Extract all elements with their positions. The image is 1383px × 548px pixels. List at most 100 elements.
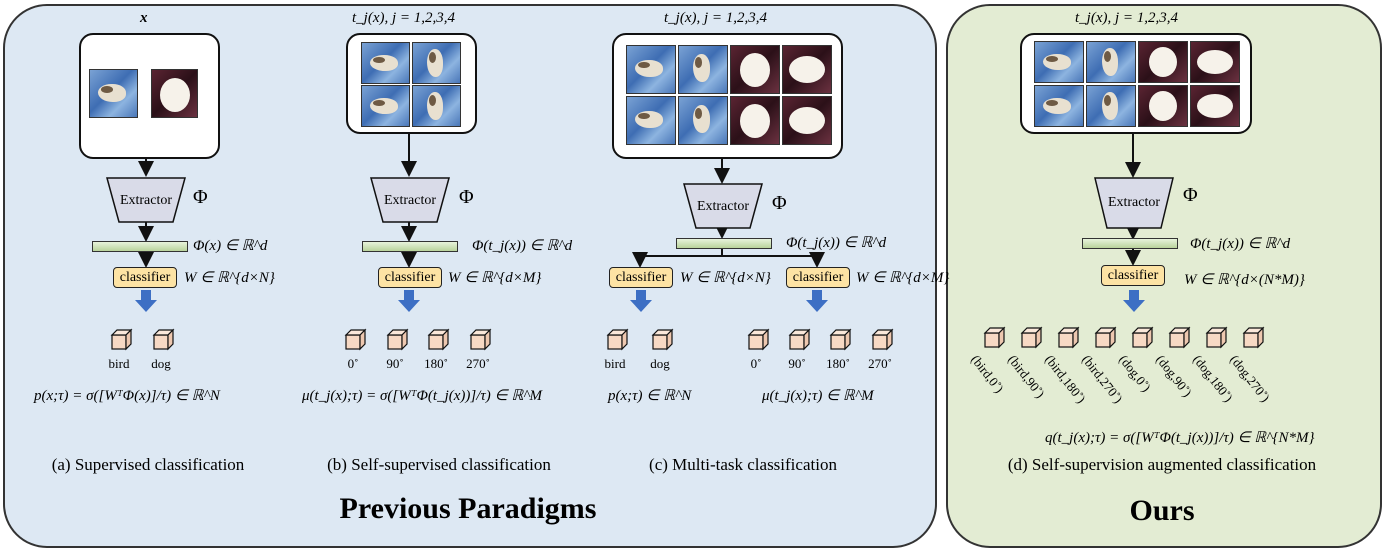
a-output-dog: dog <box>151 356 171 371</box>
output-cube-c-left-1 <box>651 328 674 351</box>
b-input-label: t_j(x), j = 1,2,3,4 <box>352 10 456 26</box>
c-output-180: 180˚ <box>826 356 850 371</box>
bird-image <box>89 69 138 118</box>
a-input-box <box>79 33 220 159</box>
output-cube-b-1 <box>386 328 409 351</box>
c-caption: (c) Multi-task classification <box>649 455 837 474</box>
b-output-90: 90˚ <box>386 356 404 371</box>
bird-rot180-image <box>626 96 676 145</box>
c-input-label: t_j(x), j = 1,2,3,4 <box>664 10 768 26</box>
dog-rot0-image <box>730 45 780 94</box>
d-extractor: Extractor <box>1107 195 1161 210</box>
c-feature-label: Φ(t_j(x)) ∈ ℝ^d <box>786 235 887 251</box>
output-cube-b-3 <box>469 328 492 351</box>
b-output-180: 180˚ <box>424 356 448 371</box>
dog-rot180-image <box>730 96 780 145</box>
b-caption: (b) Self-supervised classification <box>327 455 551 474</box>
b-phi-symbol: Φ <box>459 186 474 208</box>
dog-rot90-image <box>782 45 832 94</box>
c-output-dog: dog <box>650 356 670 371</box>
output-cube-c-right-3 <box>871 328 894 351</box>
c-feature-vector <box>676 238 772 249</box>
a-feature-vector <box>92 241 188 252</box>
output-cube-d-6 <box>1205 326 1228 349</box>
d-caption: (d) Self-supervision augmented classific… <box>1007 455 1317 474</box>
d-input-box <box>1020 33 1252 134</box>
d-feature-vector <box>1082 238 1178 249</box>
c-output-270: 270˚ <box>868 356 892 371</box>
b-output-270: 270˚ <box>466 356 490 371</box>
output-cube-d-7 <box>1242 326 1265 349</box>
output-cube-d-5 <box>1168 326 1191 349</box>
output-cube-d-2 <box>1057 326 1080 349</box>
a-phi-symbol: Φ <box>193 186 208 208</box>
bird-rot90-image <box>1086 41 1136 83</box>
d-weight-label: W ∈ ℝ^{d×(N*M)} <box>1184 272 1305 288</box>
bird-rot270-image <box>1086 85 1136 127</box>
b-formula: μ(t_j(x);τ) = σ([WᵀΦ(t_j(x))]/τ) ∈ ℝ^M <box>302 388 543 404</box>
c-weight-right: W ∈ ℝ^{d×M} <box>856 270 950 286</box>
output-cube-c-left-0 <box>606 328 629 351</box>
output-cube-a-1 <box>152 328 175 351</box>
a-extractor: Extractor <box>119 193 173 208</box>
output-cube-c-right-2 <box>829 328 852 351</box>
bird-rot0-image <box>626 45 676 94</box>
d-input-label: t_j(x), j = 1,2,3,4 <box>1075 10 1179 26</box>
c-classifier-left: classifier <box>609 267 673 288</box>
bird-rot270-image <box>412 85 461 127</box>
c-output-0: 0˚ <box>750 356 762 371</box>
a-caption: (a) Supervised classification <box>51 455 245 474</box>
b-output-0: 0˚ <box>347 356 359 371</box>
a-input-label: x <box>140 10 148 26</box>
c-input-box <box>612 33 843 159</box>
ours-title: Ours <box>1129 494 1195 527</box>
dog-rot180-image <box>1138 85 1188 127</box>
bird-rot180-image <box>361 85 410 127</box>
bird-rot270-image <box>678 96 728 145</box>
output-cube-d-0 <box>983 326 1006 349</box>
dog-rot0-image <box>1138 41 1188 83</box>
bird-rot180-image <box>1034 85 1084 127</box>
dog-rot270-image <box>1190 85 1240 127</box>
b-extractor: Extractor <box>383 193 437 208</box>
c-weight-left: W ∈ ℝ^{d×N} <box>680 270 771 286</box>
b-feature-label: Φ(t_j(x)) ∈ ℝ^d <box>472 238 573 254</box>
c-classifier-right: classifier <box>786 267 850 288</box>
b-classifier: classifier <box>378 267 442 288</box>
c-phi-symbol: Φ <box>772 192 787 214</box>
output-cube-a-0 <box>110 328 133 351</box>
output-cube-d-4 <box>1131 326 1154 349</box>
output-cube-b-2 <box>427 328 450 351</box>
bird-rot90-image <box>412 42 461 84</box>
a-feature-label: Φ(x) ∈ ℝ^d <box>193 238 268 254</box>
output-cube-d-3 <box>1094 326 1117 349</box>
previous-paradigms-title: Previous Paradigms <box>339 492 597 525</box>
output-cube-b-0 <box>344 328 367 351</box>
d-feature-label: Φ(t_j(x)) ∈ ℝ^d <box>1190 236 1291 252</box>
d-formula: q(t_j(x);τ) = σ([WᵀΦ(t_j(x))]/τ) ∈ ℝ^{N*… <box>1045 430 1315 446</box>
dog-image <box>151 69 198 118</box>
b-weight-label: W ∈ ℝ^{d×M} <box>448 270 542 286</box>
c-output-bird: bird <box>604 356 626 371</box>
a-output-bird: bird <box>108 356 130 371</box>
dog-rot270-image <box>782 96 832 145</box>
d-classifier: classifier <box>1101 265 1165 286</box>
c-output-90: 90˚ <box>788 356 806 371</box>
a-weight-label: W ∈ ℝ^{d×N} <box>184 270 275 286</box>
bird-rot90-image <box>678 45 728 94</box>
output-cube-c-right-0 <box>747 328 770 351</box>
output-cube-c-right-1 <box>788 328 811 351</box>
b-input-box <box>346 33 477 134</box>
c-formula-right: μ(t_j(x);τ) ∈ ℝ^M <box>762 388 874 404</box>
b-feature-vector <box>362 241 458 252</box>
bird-rot0-image <box>361 42 410 84</box>
a-classifier: classifier <box>113 267 177 288</box>
a-formula: p(x;τ) = σ([WᵀΦ(x)]/τ) ∈ ℝ^N <box>34 388 220 404</box>
c-extractor: Extractor <box>696 199 750 214</box>
c-formula-left: p(x;τ) ∈ ℝ^N <box>608 388 692 404</box>
dog-rot90-image <box>1190 41 1240 83</box>
bird-rot0-image <box>1034 41 1084 83</box>
output-cube-d-1 <box>1020 326 1043 349</box>
d-phi-symbol: Φ <box>1183 184 1198 206</box>
